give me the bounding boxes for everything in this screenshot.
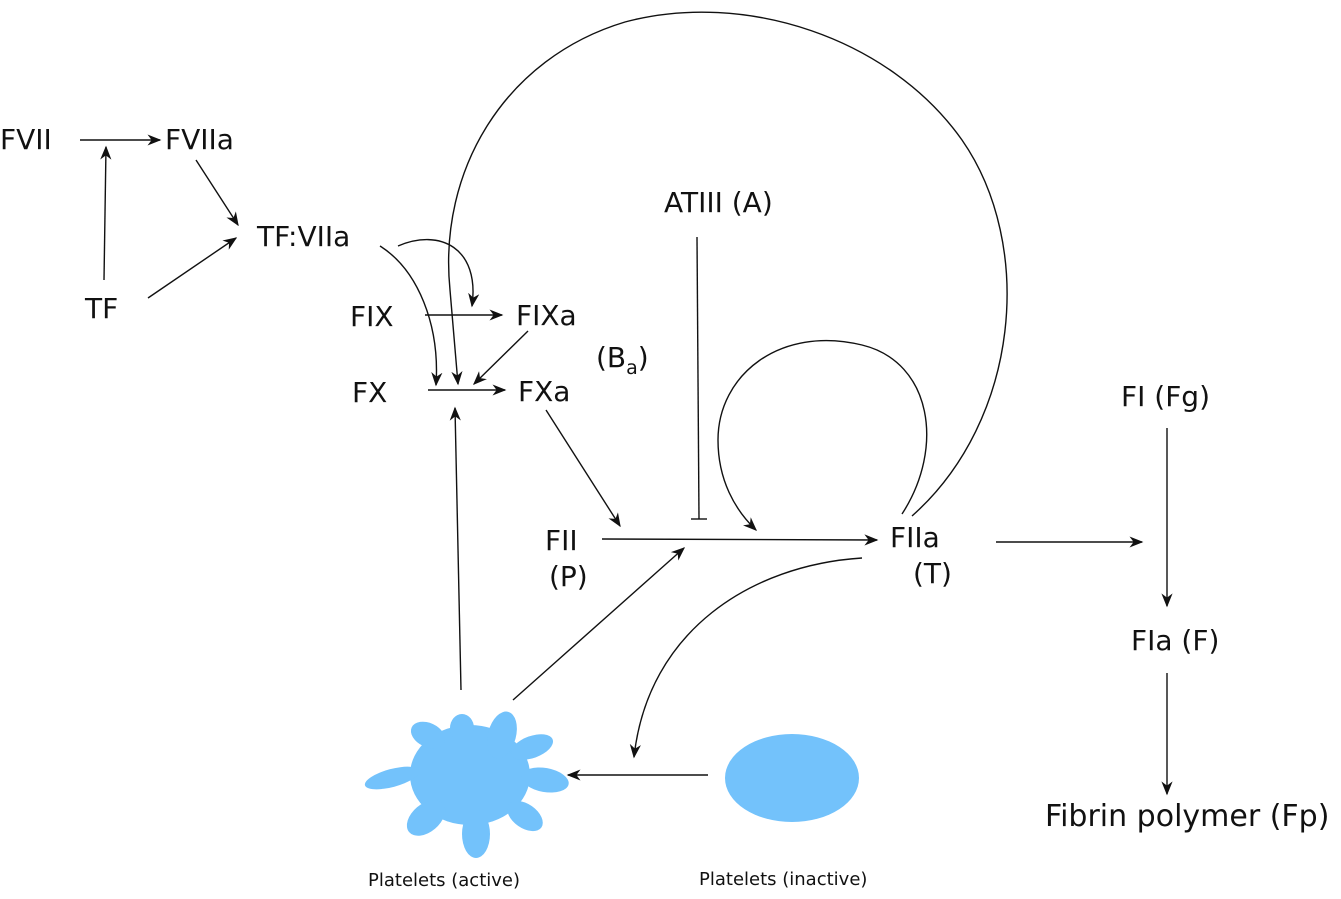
ba-open: (B [596, 341, 627, 374]
arrow-platelets-to-fx-conversion [449, 406, 462, 691]
node-fxa: FXa [518, 375, 571, 408]
label-platelets-inactive: Platelets (inactive) [699, 869, 868, 890]
arrow-tf-to-tfviia [147, 237, 238, 299]
label-platelets-active: Platelets (active) [368, 870, 521, 891]
node-fiia-t: (T) [913, 557, 952, 590]
node-tf: TF [85, 292, 119, 325]
arrow-tfviia-to-fix-conversion [397, 238, 480, 308]
node-fii: FII [545, 524, 578, 557]
platelet-inactive-shape [725, 734, 859, 822]
arrow-fii-to-fiia [601, 534, 879, 546]
arrow-fixa-to-fx-conversion [473, 330, 529, 385]
node-fia-f: FIa (F) [1131, 624, 1220, 657]
node-tf-viia: TF:VIIa [257, 220, 351, 253]
node-fibrin-polymer: Fibrin polymer (Fp) [1045, 799, 1330, 834]
node-fviia: FVIIa [165, 123, 234, 156]
ba-close: ) [637, 341, 649, 374]
node-atiii: ATIII (A) [664, 186, 773, 219]
node-fi-fg: FI (Fg) [1121, 380, 1210, 413]
platelet-active-shape [364, 711, 569, 858]
node-fx: FX [352, 376, 388, 409]
node-ba: (Ba) [596, 341, 649, 378]
arrow-platelets-to-fii-conversion [512, 547, 686, 701]
arrow-tfviia-to-fx-conversion [379, 245, 443, 387]
node-fix: FIX [350, 300, 394, 333]
arrow-fxa-to-fii-conversion [545, 409, 621, 528]
arrow-fviia-to-tfviia [195, 159, 239, 227]
arrow-fiia-feedback-to-fx [448, 11, 1008, 517]
atiii-inhibition-line [696, 236, 700, 520]
arrow-fiia-autocatalysis [717, 339, 928, 531]
node-fiia: FIIa [890, 521, 940, 554]
node-fixa: FIXa [516, 299, 577, 332]
ba-subscript: a [626, 357, 638, 379]
arrow-fiia-to-platelets-active [629, 557, 863, 759]
node-fii-p: (P) [549, 560, 588, 593]
node-fvii: FVII [0, 123, 52, 156]
arrow-tf-to-fvii-conversion [100, 145, 112, 281]
